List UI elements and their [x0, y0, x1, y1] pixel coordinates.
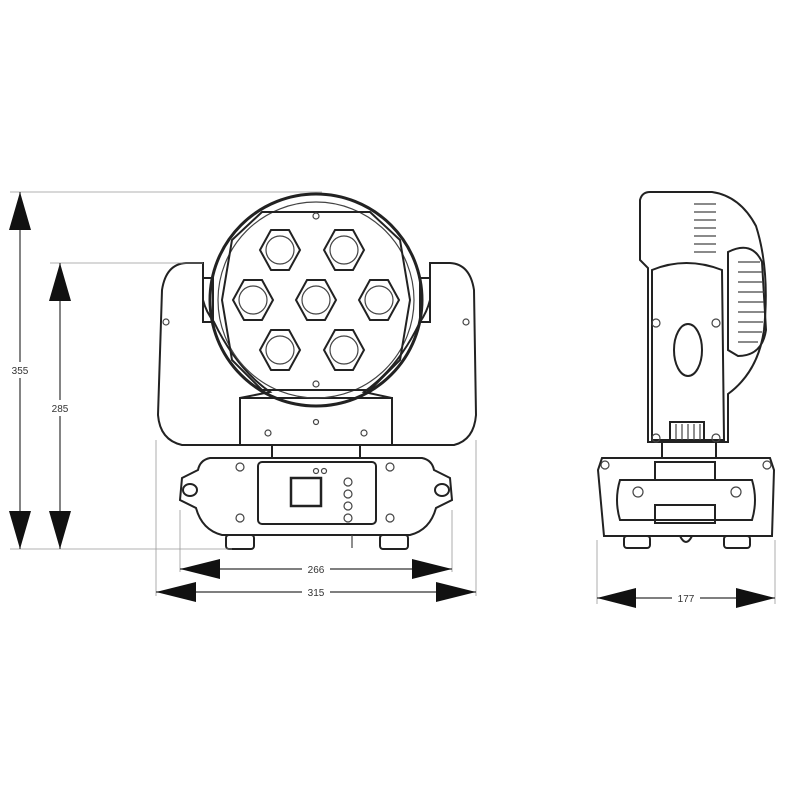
lens-6 [258, 329, 302, 371]
base-side [596, 457, 776, 537]
down-button [343, 501, 353, 511]
front-view [156, 192, 478, 550]
side-foot-right [723, 535, 751, 549]
dim-label-overall-width: 315 [308, 588, 325, 599]
menu-button [343, 477, 353, 487]
yoke-side-arm [651, 262, 726, 441]
dim-label-base-width: 266 [308, 565, 325, 576]
up-button [343, 489, 353, 499]
lens-1 [258, 229, 302, 271]
dim-label-total-height: 355 [12, 366, 29, 377]
lens-face-plate [220, 211, 412, 391]
lens-4 [294, 279, 338, 321]
handle-grill [738, 261, 764, 343]
head-side-profile [639, 191, 767, 443]
side-foot-left [623, 535, 651, 549]
tilt-hub [673, 323, 703, 377]
lens-5 [357, 279, 401, 321]
dim-label-body-height: 285 [52, 404, 69, 415]
side-vent [669, 421, 705, 443]
control-panel [257, 461, 377, 525]
head-housing [208, 192, 424, 408]
lcd-display [289, 476, 323, 508]
enter-button [343, 513, 353, 523]
dimension-lines [6, 191, 776, 608]
foot-right [379, 534, 409, 550]
lens-7 [322, 329, 366, 371]
side-view [596, 191, 776, 549]
foot-left [225, 534, 255, 550]
handle [727, 246, 768, 358]
lens-2 [322, 229, 366, 271]
lens-array [231, 229, 401, 371]
dim-label-depth: 177 [678, 594, 695, 605]
cooling-fins [694, 203, 716, 253]
base-unit [178, 457, 454, 536]
lens-3 [231, 279, 275, 321]
